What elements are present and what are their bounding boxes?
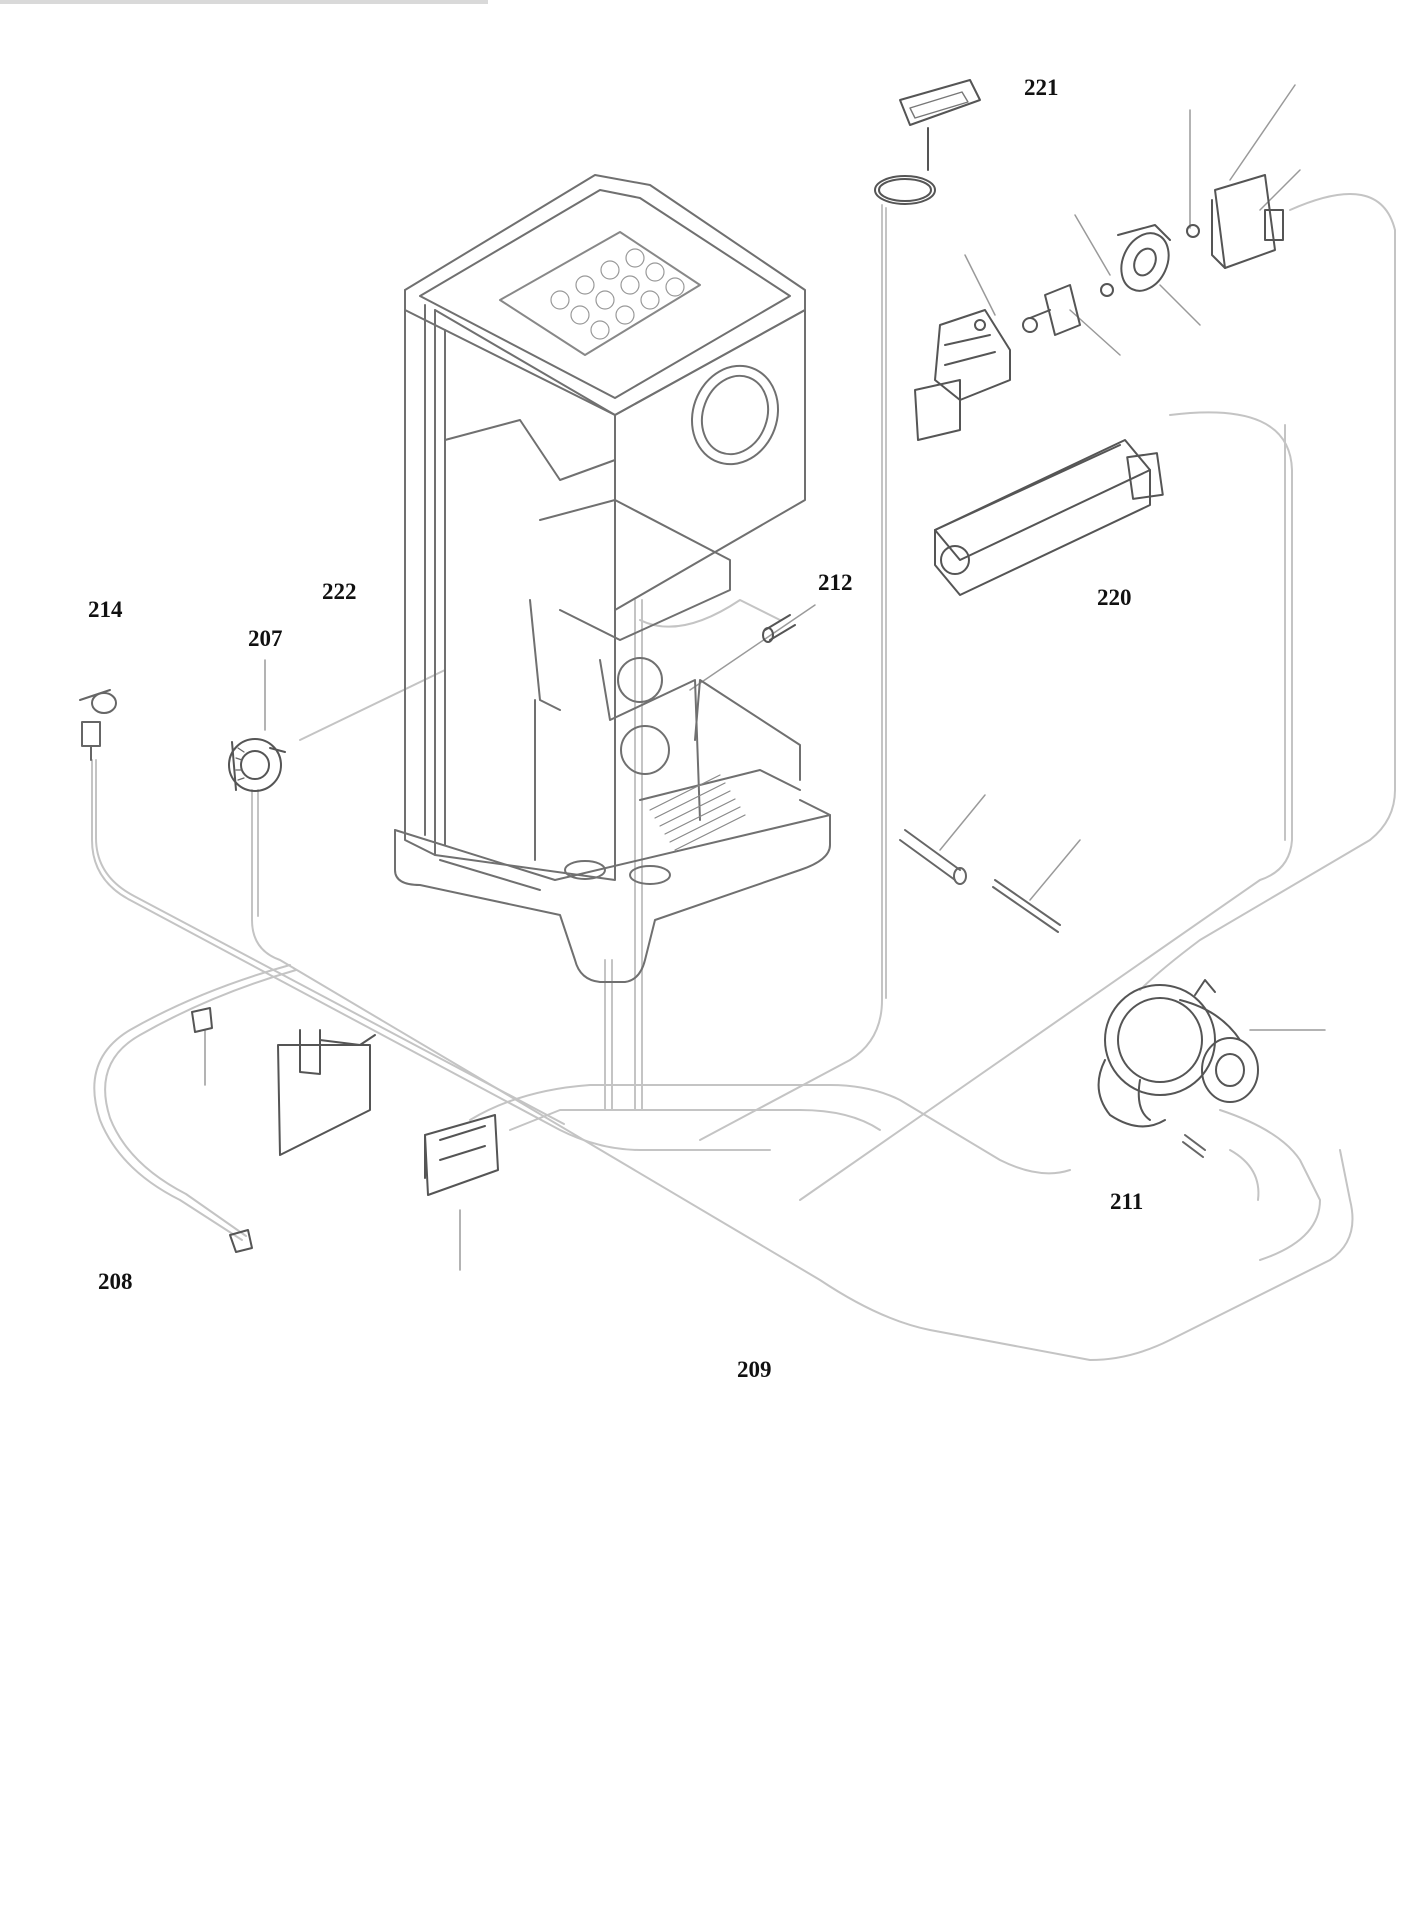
cable-207 [251,789,1354,1361]
cable-222 [299,669,446,741]
cable-right [1139,193,1396,991]
part-auger-bearing [1022,284,1081,336]
wiring-harness [91,193,1396,1361]
part-flange [1100,224,1171,297]
label-222: 222 [322,579,357,604]
part-211-exhaust-fan [1097,979,1259,1128]
stove-base [394,799,831,983]
cable-214-b [95,759,565,1125]
stove-left-panel [404,289,436,856]
label-207: 207 [248,626,283,651]
leader-h [939,794,986,851]
fan-port [617,657,663,703]
part-207-motor [228,738,286,792]
part-220-tangential-fan [934,439,1164,596]
leader-i [1029,839,1081,901]
cable-208-b [104,969,297,1237]
part-igniter-bracket [914,309,1011,441]
leader-b [1229,84,1296,181]
cable-221 [699,204,883,1141]
stove-top [404,174,806,416]
part-gearmotor [1186,174,1284,269]
cable-211-b [1229,1149,1260,1201]
cable-211 [1219,1109,1321,1261]
cable-212 [639,599,781,628]
cable-right-b [799,411,1293,1201]
label-221: 221 [1024,75,1059,100]
cable-209-b [509,1109,881,1131]
label-211: 211 [1110,1189,1144,1214]
label-220: 220 [1097,585,1132,610]
part-switch [191,1007,213,1033]
stove-right-panel [614,309,806,611]
top-edge-bar [0,0,488,4]
leader-c [1259,169,1301,211]
label-212: 212 [818,570,853,595]
part-208-connector [229,1229,253,1253]
label-208: 208 [98,1269,133,1294]
leader-d [1074,214,1111,276]
part-209-board [424,1114,499,1196]
part-capacitor-plate [277,1029,376,1156]
leader-f [1159,284,1201,326]
stove-front [434,309,616,881]
leader-g [964,254,996,316]
cable-209 [469,1084,1071,1175]
stove-body [394,174,831,983]
label-209: 209 [737,1357,772,1382]
part-rods [899,829,1206,1158]
label-214: 214 [88,597,123,622]
part-214-sensor [79,689,117,761]
burn-grid [499,231,701,356]
leader-lines [204,84,1326,1271]
part-212-probe [762,614,796,643]
cable-214 [91,759,771,1151]
flue-ring [690,364,780,466]
cable-208 [93,964,291,1241]
leader-212 [689,604,816,691]
part-221-control-panel [874,79,981,205]
